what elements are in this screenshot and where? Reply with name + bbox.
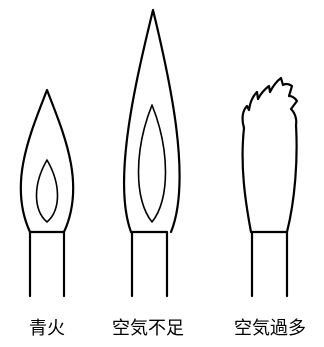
burner-tube-excess <box>250 230 289 298</box>
caption-blue-flame: 青火 <box>29 318 65 339</box>
outer-flame-insufficient <box>122 8 181 234</box>
burner-excess-air <box>241 76 299 298</box>
caption-excess-air: 空気過多 <box>234 318 306 339</box>
outer-flame-excess <box>241 76 299 234</box>
burner-insufficient-air <box>122 8 181 298</box>
caption-insufficient-air: 空気不足 <box>112 318 184 339</box>
burner-blue-flame <box>19 88 75 298</box>
burner-tube-blue <box>28 230 66 298</box>
inner-cone-blue <box>35 159 59 223</box>
outer-flame-blue <box>19 88 75 234</box>
burner-tube-insufficient <box>130 230 169 298</box>
inner-cone-insufficient <box>137 104 167 223</box>
